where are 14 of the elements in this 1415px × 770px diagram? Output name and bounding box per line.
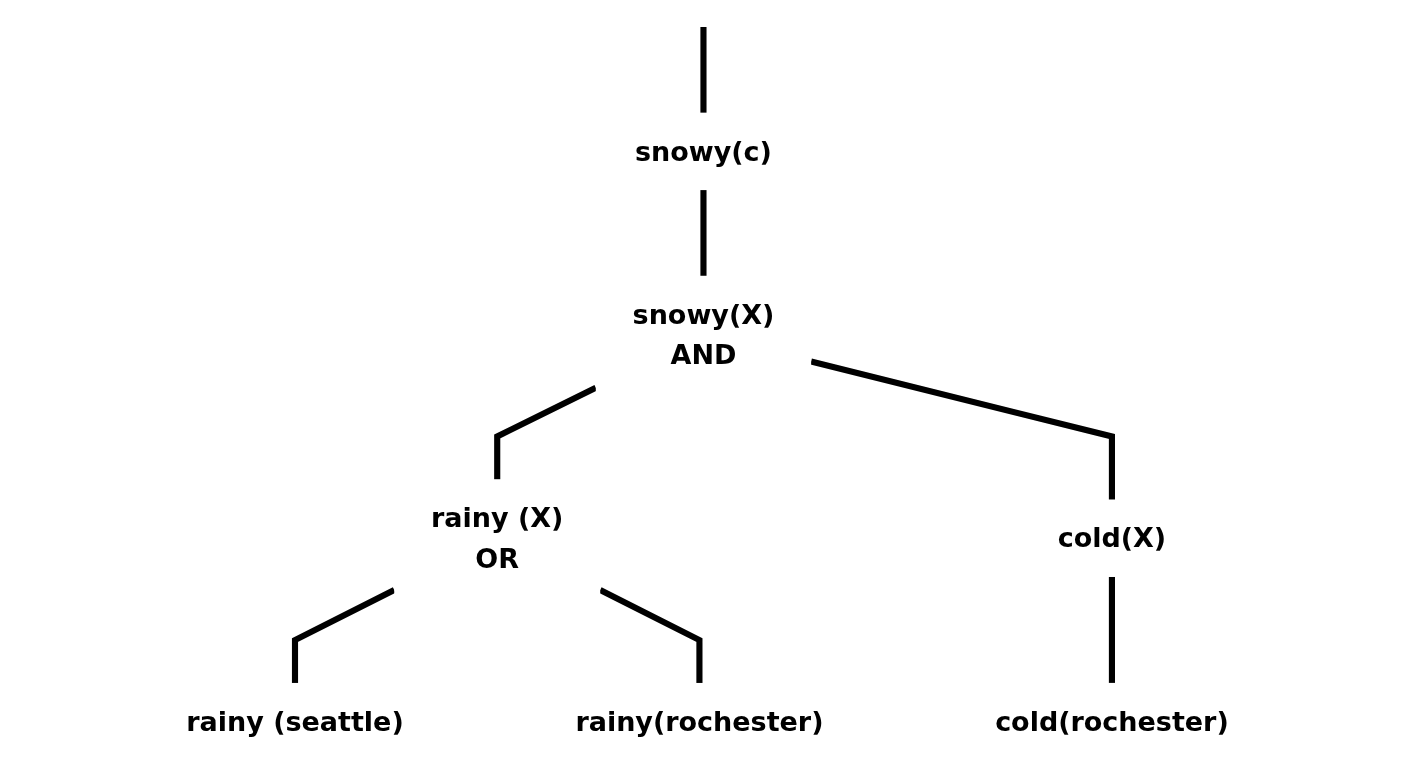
connector [700,26,707,113]
node-text: snowy(X) AND [632,299,775,371]
connector [700,190,707,276]
node-text: rainy (X) OR [431,502,564,574]
node-text: rainy(rochester) [575,706,824,737]
node-text: cold(rochester) [995,706,1229,737]
connector [1108,576,1115,683]
connector [598,587,703,683]
node-text: rainy (seattle) [186,706,404,737]
node-text: snowy(c) [635,136,772,167]
connector [494,385,598,480]
connector [810,358,1115,500]
connector [291,587,396,683]
node-text: cold(X) [1057,522,1167,554]
